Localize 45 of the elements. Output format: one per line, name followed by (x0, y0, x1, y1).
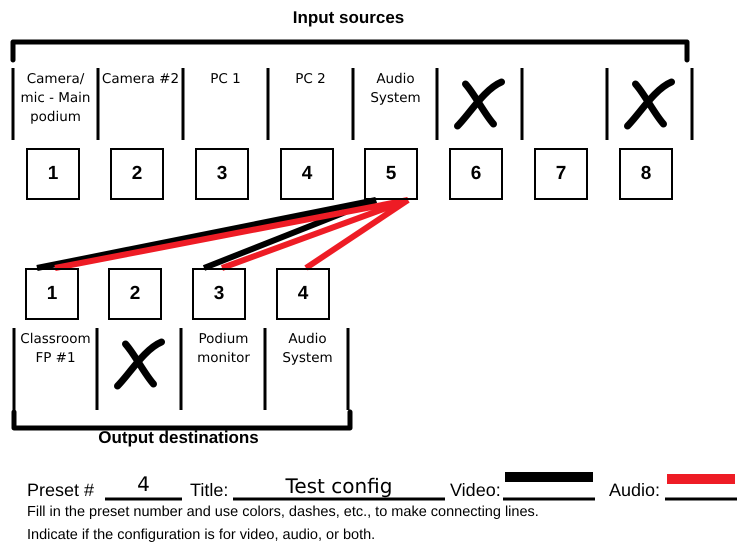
connecting-line (304, 198, 410, 270)
legend-label: Audio: (609, 480, 660, 501)
numbered-box (280, 148, 334, 200)
column-label: Classroom FP #1 (19, 330, 92, 368)
numbered-box (619, 148, 673, 200)
instruction-note: Indicate if the configuration is for video, audio, or both. (27, 527, 376, 543)
port-number: 4 (302, 163, 312, 185)
column-label: PC 1 (209, 70, 242, 89)
port-number: 2 (130, 283, 140, 305)
legend-label: Video: (450, 480, 501, 501)
numbered-box (449, 148, 503, 200)
numbered-box (26, 148, 80, 200)
handwritten-value: 4 (136, 472, 151, 496)
numbered-box (25, 268, 79, 320)
port-number: 4 (298, 283, 308, 305)
handwritten-value: Test config (284, 474, 394, 498)
connecting-line (220, 197, 410, 271)
numbered-box (534, 148, 588, 200)
heading: Input sources (292, 8, 406, 28)
column-label: Audio System (281, 330, 334, 368)
port-number: 6 (470, 163, 482, 185)
numbered-box (195, 148, 249, 200)
port-number: 1 (48, 163, 58, 185)
port-number: 1 (46, 283, 58, 305)
numbered-box (192, 268, 246, 320)
port-number: 8 (640, 163, 652, 185)
connecting-line (202, 197, 378, 271)
port-number: 7 (556, 163, 566, 185)
section-heading: Output destinations (97, 428, 260, 448)
numbered-box (276, 268, 330, 320)
port-number: 2 (132, 163, 142, 185)
field-label: Preset # (27, 480, 94, 501)
column-label: PC 2 (294, 70, 327, 89)
port-number: 3 (216, 163, 228, 185)
instruction-note: Fill in the preset number and use colors, dashes, etc., to make connecting lines. (27, 504, 539, 520)
port-number: 5 (386, 163, 396, 185)
numbered-box (108, 268, 162, 320)
column-label: Camera #2 (101, 70, 180, 89)
field-label: Title: (190, 480, 228, 501)
port-number: 3 (214, 283, 224, 305)
column-label: Camera/ mic - Main podium (19, 70, 92, 127)
numbered-box (364, 148, 418, 200)
numbered-box (110, 148, 164, 200)
column-label: Audio System (369, 70, 422, 108)
column-label: Podium monitor (196, 330, 251, 368)
